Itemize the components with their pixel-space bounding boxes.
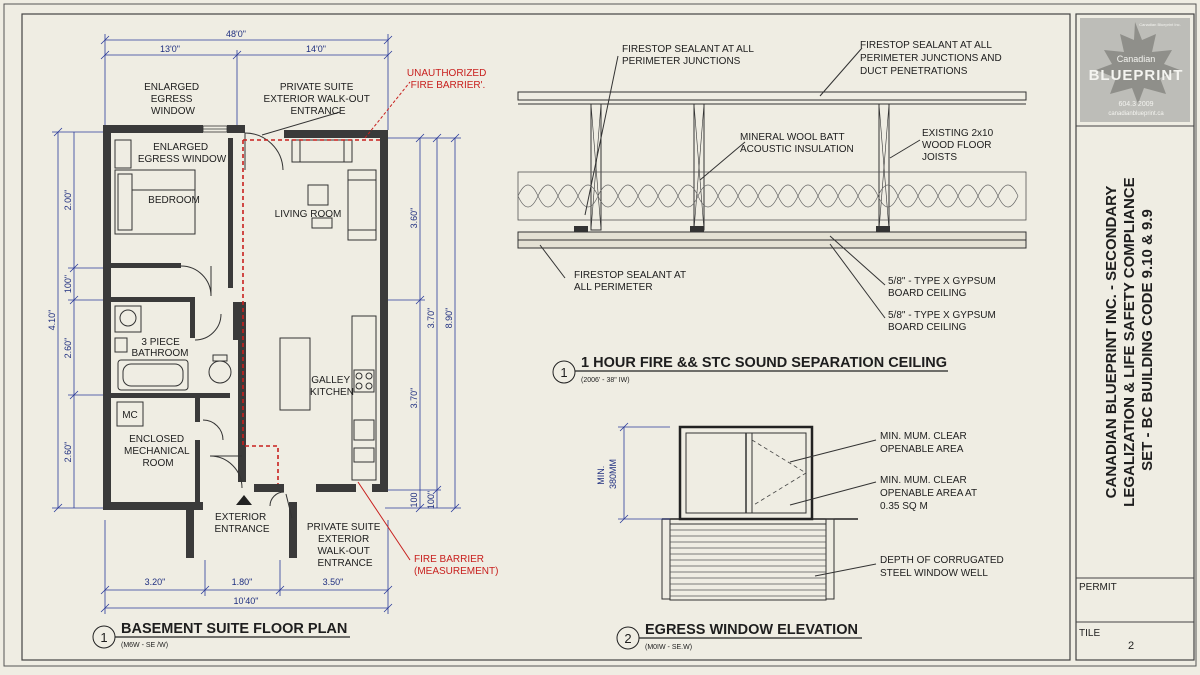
- right-dimensions: [385, 133, 461, 513]
- label-gypsum-2: 5/8" - TYPE X GYPSUM BOARD CEILING: [888, 310, 999, 333]
- dim-left-2: 100": [63, 275, 73, 293]
- section-scale: (2006' - 38" IW): [581, 377, 630, 384]
- dim-left-1: 2.00": [63, 190, 73, 211]
- fire-barrier-line: [242, 140, 279, 484]
- label-mechanical-room: ENCLOSED MECHANICAL ROOM: [124, 434, 192, 469]
- label-bedroom: BEDROOM: [148, 195, 200, 206]
- label-exterior-entrance: EXTERIOR ENTRANCE: [214, 512, 269, 535]
- label-firestop-top-left: FIRESTOP SEALANT AT ALL PERIMETER JUNCTI…: [622, 44, 756, 67]
- dim-right-overall: 8.90": [444, 308, 454, 329]
- title-label: TILE: [1079, 628, 1100, 639]
- plan-title-number: 1: [100, 630, 107, 645]
- logo-phone: 604.3 2009: [1118, 101, 1153, 108]
- sheet-border: [3, 3, 1197, 667]
- left-dimensions: [52, 127, 106, 513]
- entrance-arrow-icon: [236, 495, 252, 505]
- logo-corner: Canadian Blueprint Inc.: [1139, 22, 1181, 27]
- living-furniture: [291, 139, 377, 241]
- dim-bottom-overall: 10'40": [234, 596, 259, 606]
- plan-title: BASEMENT SUITE FLOOR PLAN: [121, 621, 347, 637]
- plan-leaders: [261, 111, 341, 519]
- dim-top-left: 13'0": [160, 44, 180, 54]
- bottom-dimensions: [100, 520, 393, 614]
- dim-bottom-2: 1.80": [232, 577, 253, 587]
- insulation-band: [517, 171, 1027, 221]
- permit-label: PERMIT: [1079, 582, 1117, 593]
- logo-main: BLUEPRINT: [1089, 67, 1184, 84]
- label-unauthorized-fire-barrier: UNAUTHORIZED FIRE BARRIER'.: [407, 68, 489, 91]
- dim-right-3: 3.70": [409, 388, 419, 409]
- ceiling-section: FIRESTOP SEALANT AT ALL PERIMETER JUNCTI…: [517, 40, 1027, 384]
- label-enlarged-egress-inner: ENLARGED EGRESS WINDOW: [138, 142, 227, 165]
- label-window-well: DEPTH OF CORRUGATED STEEL WINDOW WELL: [880, 555, 1007, 579]
- label-firestop-top-right: FIRESTOP SEALANT AT ALL PERIMETER JUNCTI…: [860, 40, 1004, 77]
- fire-barrier-leader: [357, 481, 411, 561]
- dim-right-5: 100": [426, 491, 436, 509]
- elevation-title: EGRESS WINDOW ELEVATION: [645, 622, 858, 638]
- dim-top-right: 14'0": [306, 44, 326, 54]
- elevation-title-number: 2: [624, 631, 631, 646]
- sheet-number: 2: [1128, 640, 1134, 652]
- egress-elevation: MIN. 380MM MIN. MUM. CLEAR OPENABLE AREA…: [596, 422, 1007, 651]
- maple-leaf-icon: [1096, 22, 1180, 104]
- label-clear-area-2: MIN. MUM. CLEAR OPENABLE AREA AT 0.35 SQ…: [880, 475, 980, 512]
- mechanical-unit: [116, 401, 144, 427]
- plan-scale: (M6W - SE /W): [121, 642, 168, 649]
- label-enlarged-egress-top: ENLARGED EGRESS WINDOW: [144, 82, 202, 117]
- dim-left-3: 2.60": [63, 338, 73, 359]
- dim-right-4: 100: [409, 492, 419, 507]
- section-title: 1 HOUR FIRE && STC SOUND SEPARATION CEIL…: [581, 355, 947, 371]
- dim-right-2: 3.70": [426, 308, 436, 329]
- label-gypsum-1: 5/8" - TYPE X GYPSUM BOARD CEILING: [888, 276, 999, 299]
- label-joists: EXISTING 2x10 WOOD FLOOR JOISTS: [922, 128, 996, 163]
- logo-top: Canadian: [1117, 54, 1156, 64]
- corrugated-window-well: [669, 523, 827, 601]
- label-private-suite-bottom: PRIVATE SUITE EXTERIOR WALK-OUT ENTRANCE: [307, 522, 383, 569]
- elevation-scale: (M0IW - SE.W): [645, 644, 692, 651]
- logo-web: canadianblueprint.ca: [1108, 111, 1164, 117]
- gypsum-layer-1: [517, 231, 1027, 241]
- dim-left-overall: 4.10": [47, 310, 57, 331]
- gypsum-layer-2: [517, 239, 1027, 249]
- section-leaders: [539, 47, 921, 319]
- label-clear-area-1: MIN. MUM. CLEAR OPENABLE AREA: [880, 431, 969, 455]
- section-title-number: 1: [560, 365, 567, 380]
- bedroom-furniture: [114, 139, 196, 235]
- label-firestop-bottom: FIRESTOP SEALANT AT ALL PERIMETER: [574, 270, 689, 293]
- top-dimensions: [100, 34, 393, 130]
- kitchen-fixtures: [279, 315, 377, 481]
- title-block: Canadian BLUEPRINT 604.3 2009 canadianbl…: [1075, 13, 1195, 661]
- elevation-leaders: [789, 439, 877, 577]
- dim-right-1: 3.60": [409, 208, 419, 229]
- label-private-suite-top: PRIVATE SUITE EXTERIOR WALK-OUT ENTRANCE: [264, 82, 373, 117]
- floor-plan: 48'0" 13'0" 14'0" 4.10" 2.00" 100" 2.60"…: [47, 29, 498, 649]
- label-fire-barrier: FIRE BARRIER (MEASUREMENT): [414, 554, 498, 577]
- exterior-walls: [103, 125, 388, 558]
- label-galley-kitchen: GALLEY KITCHEN: [310, 375, 354, 398]
- label-mc: MC: [122, 410, 138, 421]
- label-bathroom: 3 PIECE BATHROOM: [131, 337, 188, 359]
- dim-bottom-1: 3.20": [145, 577, 166, 587]
- dim-left-4: 2.60": [63, 442, 73, 463]
- unauthorized-leader: [364, 81, 411, 139]
- floor-joists: [590, 103, 890, 231]
- label-living-room: LIVING ROOM: [275, 209, 342, 220]
- section-title-bubble: [552, 360, 576, 384]
- label-min-dim: MIN. 380MM: [596, 459, 618, 489]
- drawing-frame: [21, 13, 1071, 661]
- project-title: CANADIAN BLUEPRINT INC. - SECONDARY LEGA…: [1103, 173, 1156, 507]
- interior-walls: [111, 138, 246, 502]
- label-mineral-wool: MINERAL WOOL BATT ACOUSTIC INSULATION: [740, 132, 854, 155]
- dim-overall-top: 48'0": [226, 29, 246, 39]
- dim-bottom-3: 3.50": [323, 577, 344, 587]
- bathroom-fixtures: [114, 305, 232, 391]
- door-swings: [180, 132, 285, 507]
